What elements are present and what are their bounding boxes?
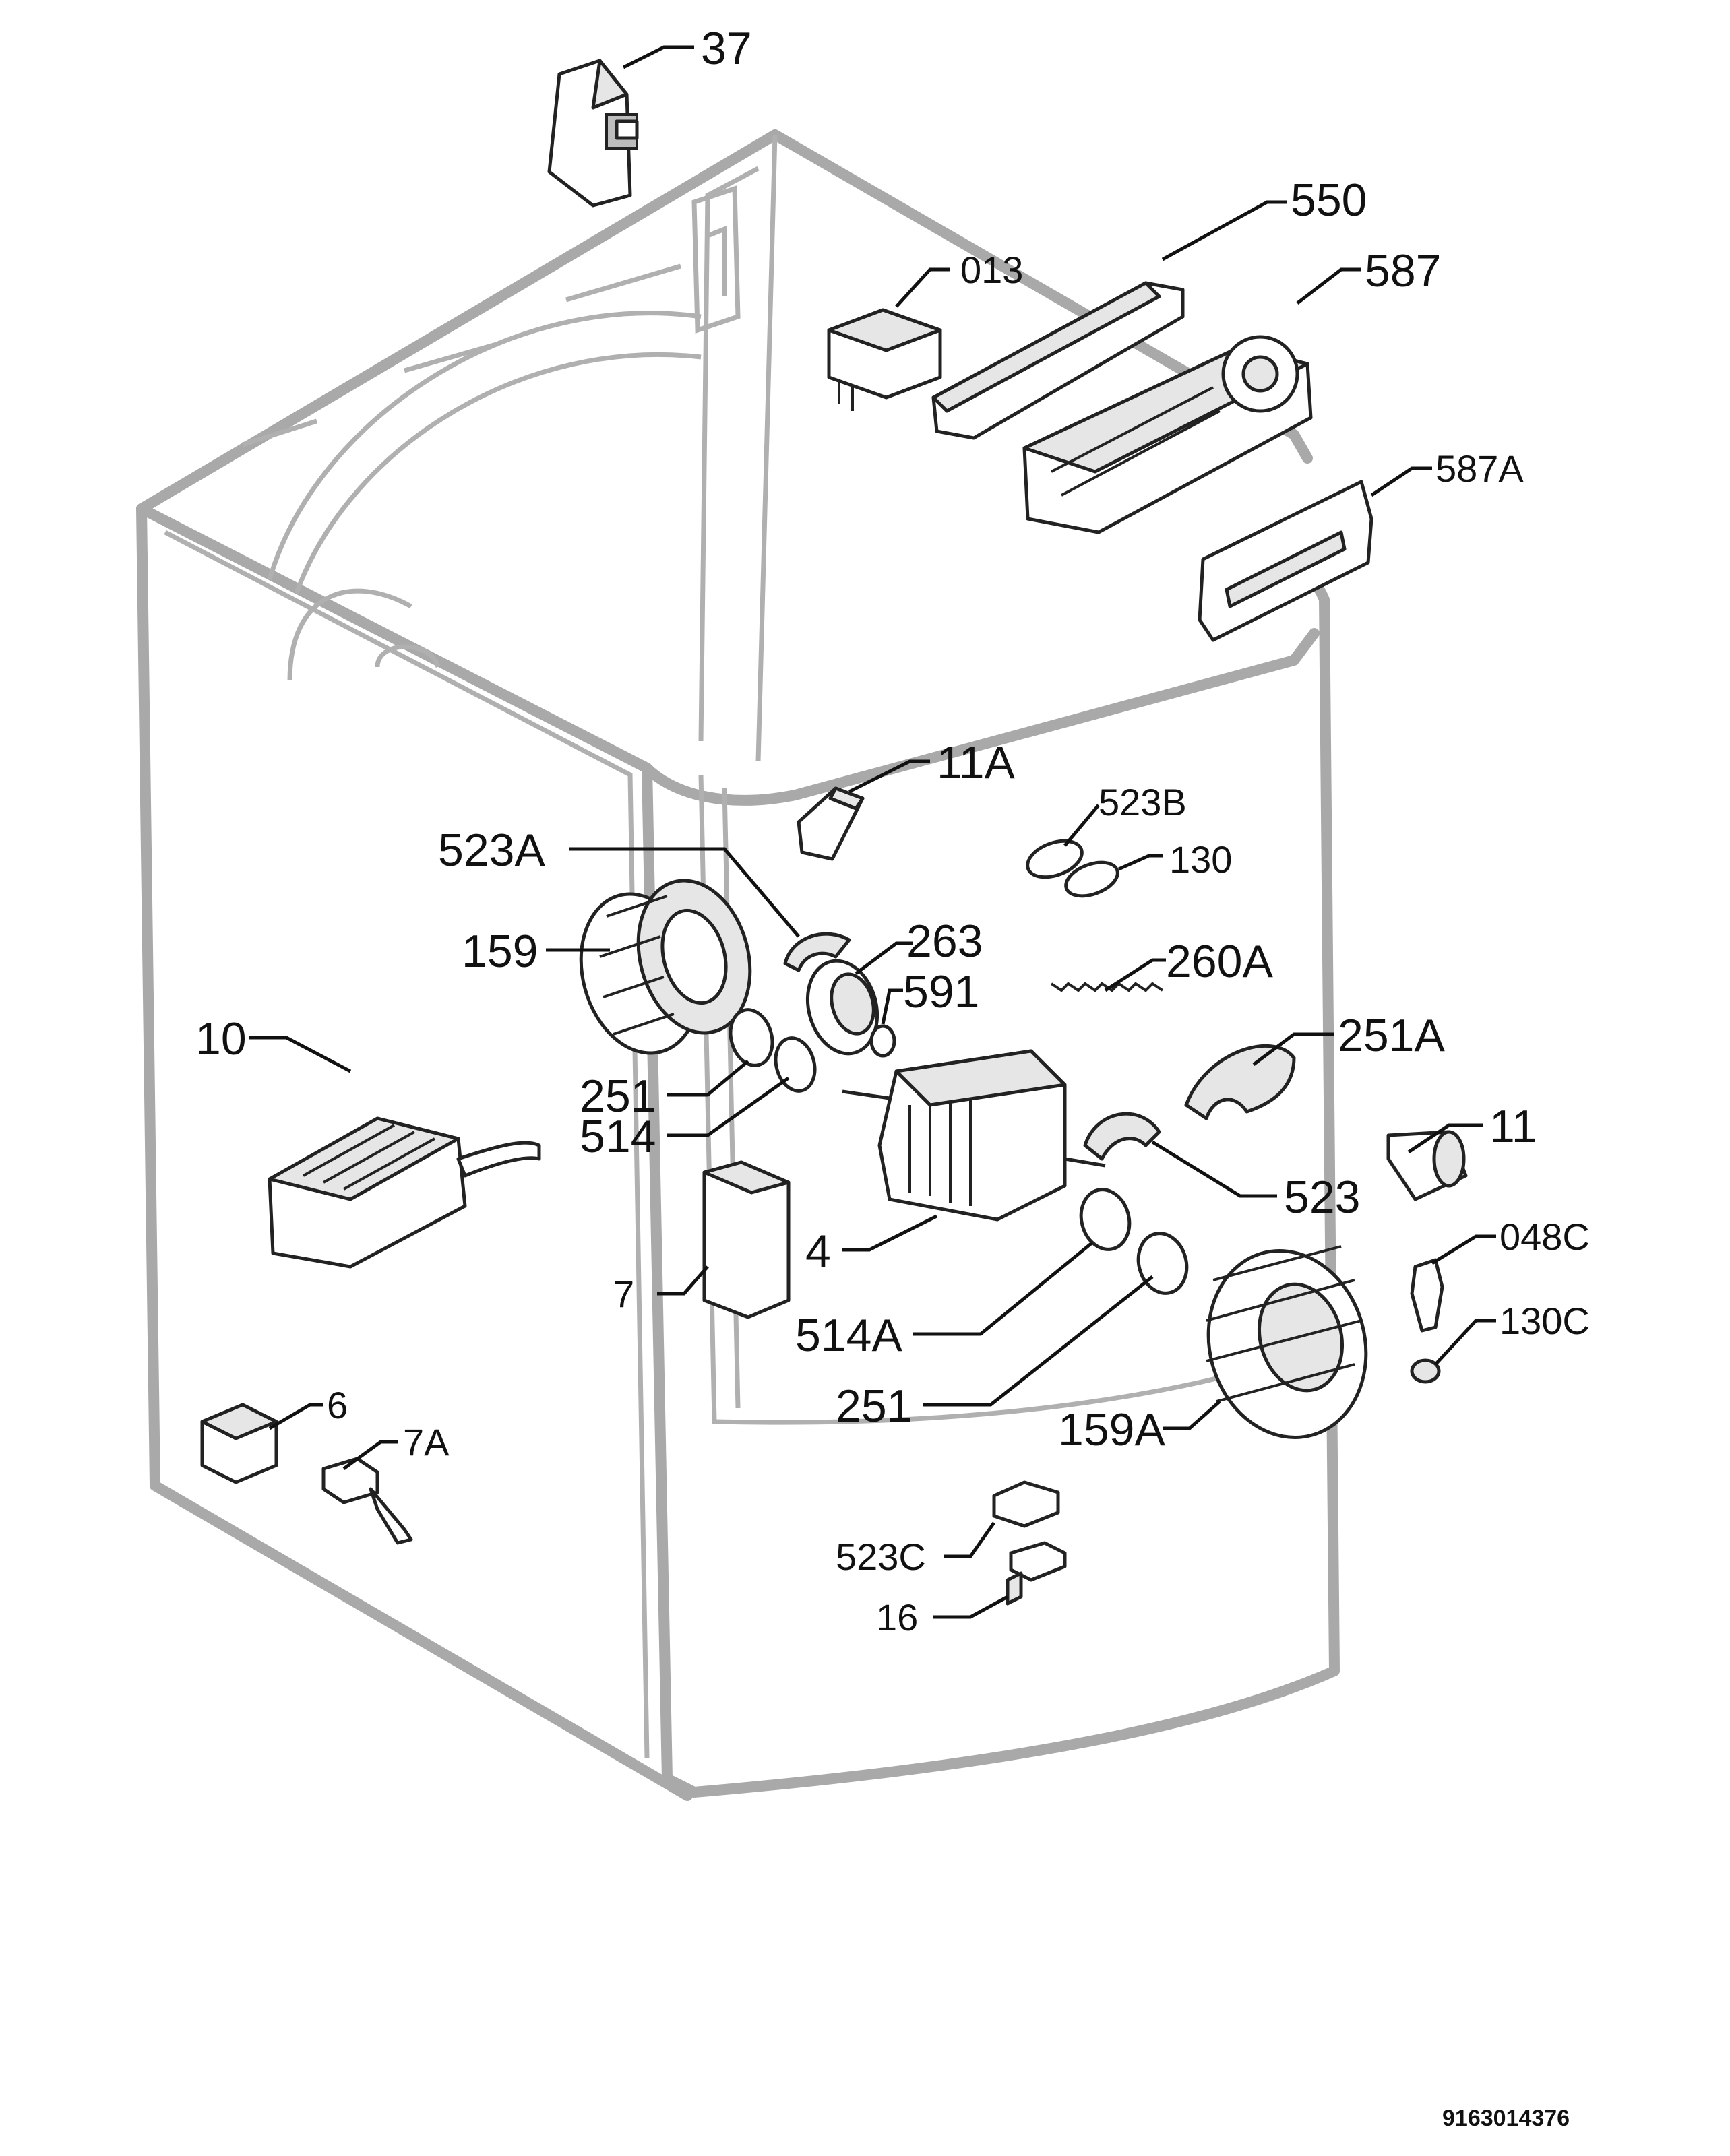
label-587: 587 [1365, 245, 1441, 296]
part-523-bracket [1083, 1112, 1161, 1161]
part-260a-spring [1050, 982, 1164, 992]
label-523b: 523B [1099, 781, 1187, 823]
part-251-514-rings [729, 1008, 817, 1093]
cabinet-outline [136, 129, 1340, 1801]
part-523a-bearing-shell [783, 932, 851, 972]
label-523: 523 [1284, 1172, 1360, 1223]
label-159: 159 [462, 926, 538, 977]
label-514: 514 [580, 1111, 656, 1162]
label-130c: 130C [1500, 1300, 1590, 1342]
label-048c: 048C [1500, 1215, 1590, 1258]
part-550-shield [931, 281, 1185, 440]
label-7a: 7A [403, 1421, 450, 1463]
label-37: 37 [701, 23, 752, 74]
part-013-relay [827, 308, 942, 411]
part-4-motor [842, 1049, 1106, 1222]
label-6: 6 [327, 1384, 348, 1426]
label-251-lower: 251 [836, 1381, 912, 1432]
label-7: 7 [613, 1273, 634, 1315]
part-263-pulley [805, 959, 879, 1056]
label-550: 550 [1291, 175, 1367, 226]
part-11-capacitor [1386, 1130, 1468, 1201]
label-4: 4 [805, 1226, 831, 1277]
part-7-door-switch [702, 1160, 791, 1319]
label-11: 11 [1489, 1101, 1537, 1152]
part-159-drive-wheel [579, 879, 752, 1055]
part-514a-251-rings-lower [1079, 1188, 1189, 1295]
label-263: 263 [906, 916, 983, 967]
part-251a-cover [1184, 1044, 1296, 1120]
label-013: 013 [960, 249, 1023, 291]
part-11a-capacitor [797, 786, 865, 861]
label-587a: 587A [1435, 447, 1524, 490]
label-251a: 251A [1338, 1010, 1445, 1061]
label-523a: 523A [438, 825, 545, 876]
part-159a-fan-wheel [1206, 1245, 1368, 1439]
part-10-heater [268, 1116, 541, 1269]
label-10: 10 [195, 1013, 247, 1065]
leader-lines [249, 45, 1496, 1619]
part-7a-microswitch [321, 1457, 413, 1545]
part-591-ring [869, 1024, 896, 1058]
part-587-control-module [1022, 335, 1313, 534]
part-587a-front-board [1198, 480, 1373, 642]
label-591: 591 [903, 966, 979, 1017]
label-260a: 260A [1166, 936, 1273, 987]
document-number: 9163014376 [1442, 2105, 1570, 2131]
part-37-switch [547, 59, 639, 208]
label-523c: 523C [836, 1535, 926, 1578]
label-159a: 159A [1058, 1404, 1165, 1455]
label-514a: 514A [795, 1310, 902, 1361]
label-130: 130 [1169, 838, 1232, 881]
callout-labels: 37 550 013 587 587A 11A 523B 130 523A 26… [195, 23, 1590, 1639]
label-16: 16 [876, 1596, 918, 1639]
part-6-sensor [200, 1403, 278, 1484]
label-11a: 11A [937, 737, 1016, 788]
part-523b-130-clips [1026, 839, 1119, 898]
part-523c-16 [992, 1480, 1067, 1606]
label-251-upper: 251 [580, 1071, 656, 1122]
